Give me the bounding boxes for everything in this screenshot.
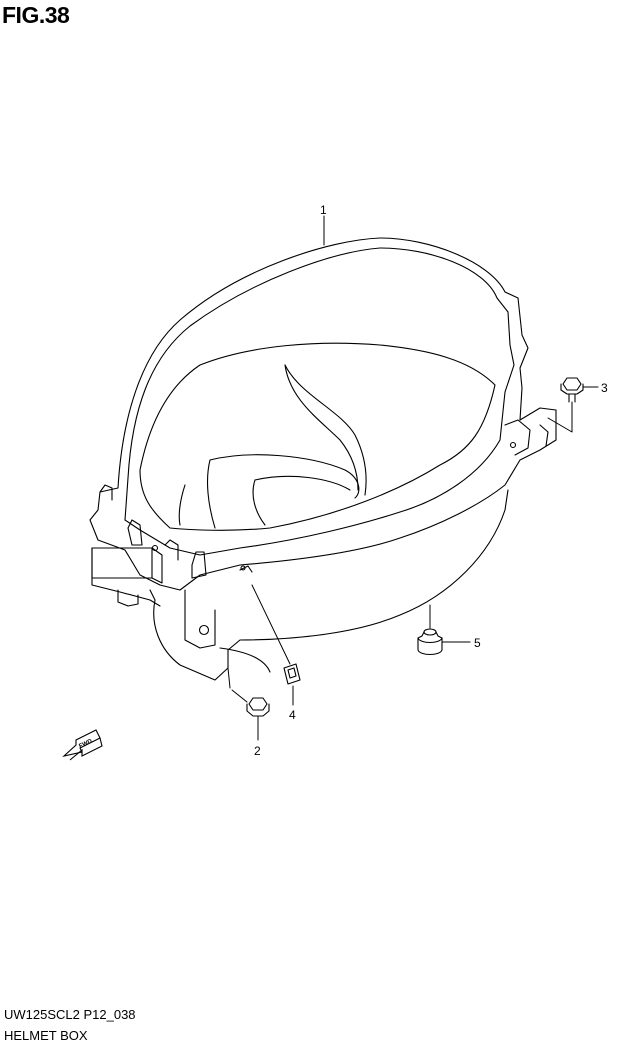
nut-clip-part-4[interactable] [251, 584, 301, 706]
cushion-part-5[interactable] [417, 604, 471, 656]
figure-title: FIG.38 [2, 2, 70, 28]
bolt-part-2[interactable] [227, 667, 270, 741]
callout-2: 2 [254, 744, 261, 758]
bolt-part-3[interactable] [547, 377, 599, 433]
figure-name: HELMET BOX [4, 1028, 88, 1043]
callout-1: 1 [320, 203, 327, 217]
fwd-arrow-icon: FWD [62, 729, 103, 761]
callout-3: 3 [601, 381, 608, 395]
callout-4: 4 [289, 708, 296, 722]
helmet-box-part[interactable] [89, 215, 557, 681]
model-code: UW125SCL2 P12_038 [4, 1007, 136, 1022]
fwd-label: FWD [78, 738, 94, 749]
callout-5: 5 [474, 636, 481, 650]
